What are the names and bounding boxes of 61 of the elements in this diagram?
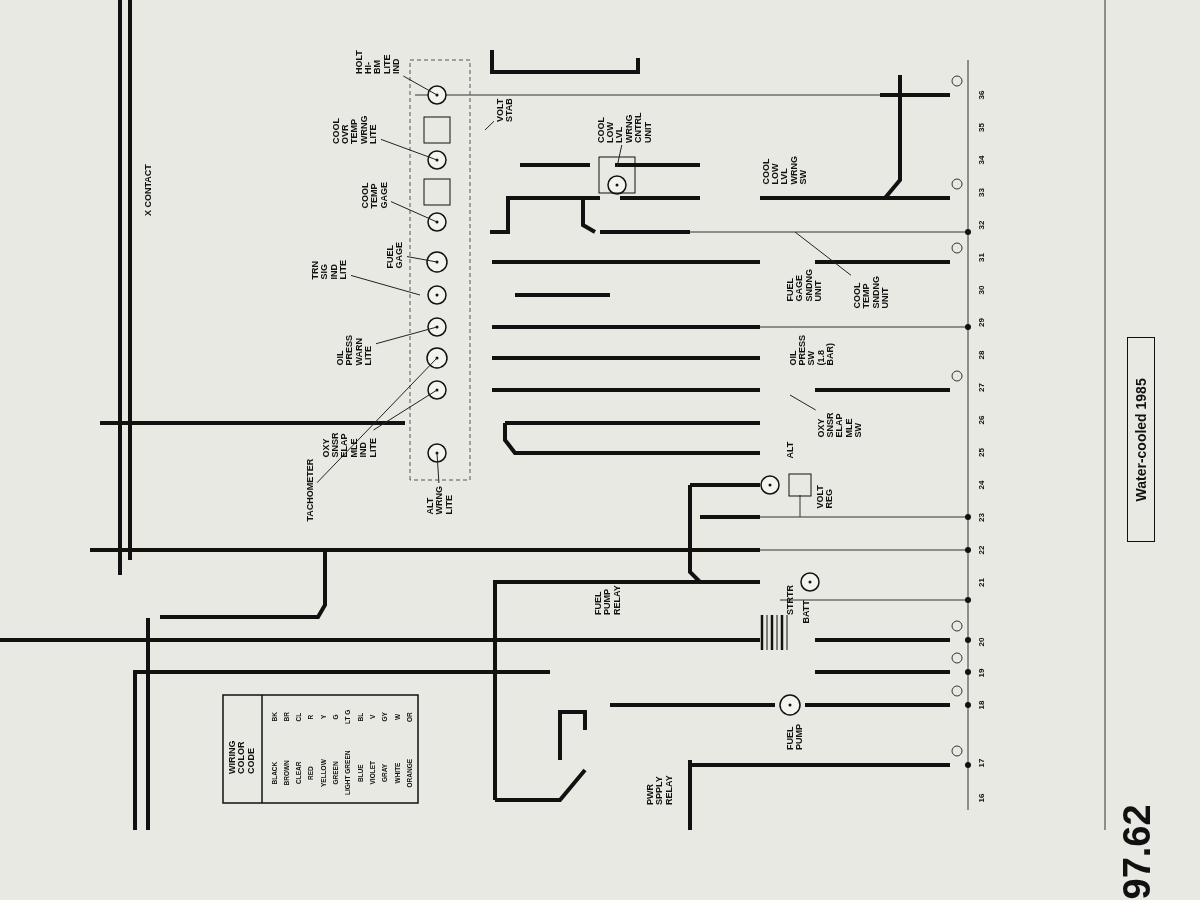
leader-line xyxy=(350,274,421,296)
table-heading: WIRING COLOR CODE xyxy=(228,740,257,774)
leader-line xyxy=(316,357,438,484)
component-label: TACHOMETER xyxy=(305,458,315,522)
column-number: 32 xyxy=(978,220,987,230)
component-label: ALT xyxy=(785,441,795,459)
component-label: OXY SNSR ELAP MLE SW xyxy=(816,412,864,438)
component-label: VOLT REG xyxy=(815,485,835,509)
column-number: 33 xyxy=(978,188,987,197)
column-number: 36 xyxy=(978,90,987,100)
column-number: 30 xyxy=(978,285,987,295)
component-label: FUEL GAGE SNDNG UNIT xyxy=(786,269,824,302)
component-label: TRN SIG IND LITE xyxy=(311,260,349,280)
leader-line xyxy=(390,201,438,223)
component-label: BATT xyxy=(801,600,811,624)
component-label: FUEL PUMP xyxy=(785,724,805,750)
column-number: 34 xyxy=(978,155,987,165)
column-number: 18 xyxy=(978,700,987,710)
component-label: OXY SNSR ELAP MLE IND LITE xyxy=(321,432,379,458)
component-label: COOL TEMP GAGE xyxy=(361,182,390,209)
component-label: COOL LOW LVL WRNG SW xyxy=(761,156,809,185)
component-label: OIL PRESS WARN LITE xyxy=(336,335,374,366)
component-label: FUEL PUMP RELAY xyxy=(594,585,623,615)
column-number: 22 xyxy=(978,545,987,555)
leader-line xyxy=(789,394,817,411)
column-number: 17 xyxy=(978,758,987,768)
component-label: X CONTACT xyxy=(143,164,153,216)
column-number: 25 xyxy=(978,448,987,457)
column-number: 23 xyxy=(978,513,987,522)
component-label: PWR SPPLY RELAY xyxy=(646,775,675,805)
component-label: STRTR xyxy=(785,585,795,615)
leader-line xyxy=(402,75,438,96)
component-label: COOL TEMP SNDNG UNIT xyxy=(853,276,891,309)
leader-line xyxy=(406,256,438,263)
component-label: HOLT HI-BM LITE IND xyxy=(354,50,402,74)
component-label: COOL OVR TEMP WRNG LITE xyxy=(331,115,379,144)
column-number: 28 xyxy=(978,350,987,360)
diagram-title: Water-cooled 1985 xyxy=(1126,337,1156,543)
column-number: 16 xyxy=(978,793,987,803)
page-number: 97.62 xyxy=(1118,804,1158,900)
column-number: 29 xyxy=(978,318,987,327)
leader-line xyxy=(436,452,440,484)
leader-line xyxy=(380,138,438,161)
column-number: 21 xyxy=(978,578,987,587)
component-label: ALT WRNG LITE xyxy=(426,486,455,515)
component-label: OIL PRESS SW (1.8 BAR) xyxy=(788,335,836,366)
column-number: 35 xyxy=(978,123,987,132)
column-number: 27 xyxy=(978,383,987,392)
column-number: 20 xyxy=(978,637,987,647)
column-number: 19 xyxy=(978,668,987,678)
column-number: 24 xyxy=(978,480,987,490)
component-label: COOL LOW LVL WRNG CNTRL UNIT xyxy=(596,112,654,143)
column-number: 31 xyxy=(978,253,987,262)
leader-line xyxy=(373,389,438,431)
component-label: FUEL GAGE xyxy=(385,242,405,269)
leader-line xyxy=(616,144,623,168)
leader-line xyxy=(484,120,495,131)
component-label: VOLT STAB xyxy=(495,98,515,122)
leader-line xyxy=(794,231,852,276)
column-number: 26 xyxy=(978,415,987,425)
leader-line xyxy=(375,326,438,345)
